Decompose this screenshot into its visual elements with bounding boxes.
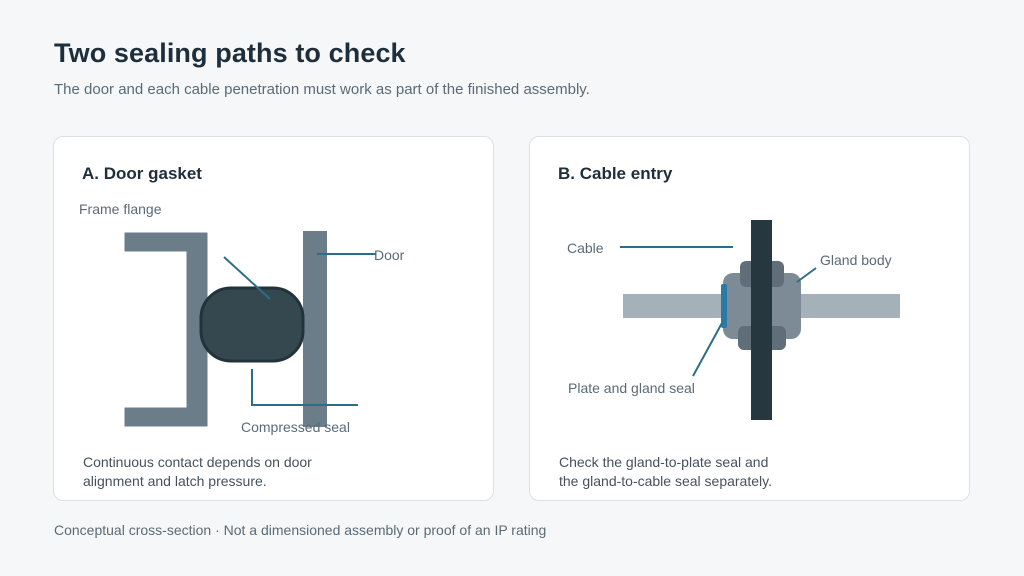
plate-and-gland-seal-label: Plate and gland seal — [568, 380, 695, 396]
frame-flange-label: Frame flange — [79, 201, 162, 217]
door-gasket-caption-line-2: alignment and latch pressure. — [83, 473, 267, 489]
frame-flange-shape — [124, 232, 208, 427]
compressed-seal-leader — [251, 369, 358, 406]
door-gasket-caption: Continuous contact depends on door align… — [83, 453, 363, 491]
door-gasket-caption-line-1: Continuous contact depends on door — [83, 454, 312, 470]
door-gasket-title: A. Door gasket — [82, 164, 202, 183]
door-gasket-diagram: Frame flange Door Compressed seal — [79, 201, 405, 435]
cable-entry-diagram: Cable Gland body Plate and gland seal — [567, 220, 900, 420]
cable-entry-panel: B. Cable entry Cable Gland body Plate an… — [529, 136, 970, 501]
compressed-seal-shape — [199, 286, 305, 363]
gland-body-leader — [796, 267, 817, 283]
cable-shape — [751, 220, 772, 420]
door-label: Door — [374, 247, 405, 263]
plate-gland-seal-leader — [692, 322, 723, 377]
footnote: Conceptual cross-section · Not a dimensi… — [54, 522, 547, 538]
door-panel-shape — [303, 231, 327, 427]
cable-entry-caption: Check the gland-to-plate seal and the gl… — [559, 453, 839, 491]
cable-label: Cable — [567, 240, 604, 256]
cable-entry-caption-line-1: Check the gland-to-plate seal and — [559, 454, 769, 470]
compressed-seal-label: Compressed seal — [241, 419, 350, 435]
door-gasket-panel: A. Door gasket Frame flange Door Compres… — [53, 136, 494, 501]
page-title: Two sealing paths to check — [54, 38, 406, 68]
cable-entry-title: B. Cable entry — [558, 164, 673, 183]
gland-body-label: Gland body — [820, 252, 892, 268]
cable-entry-caption-line-2: the gland-to-cable seal separately. — [559, 473, 772, 489]
page-subtitle: The door and each cable penetration must… — [54, 81, 590, 98]
plate-gland-seal-shape — [721, 284, 727, 328]
frame-flange-leader — [223, 256, 271, 300]
